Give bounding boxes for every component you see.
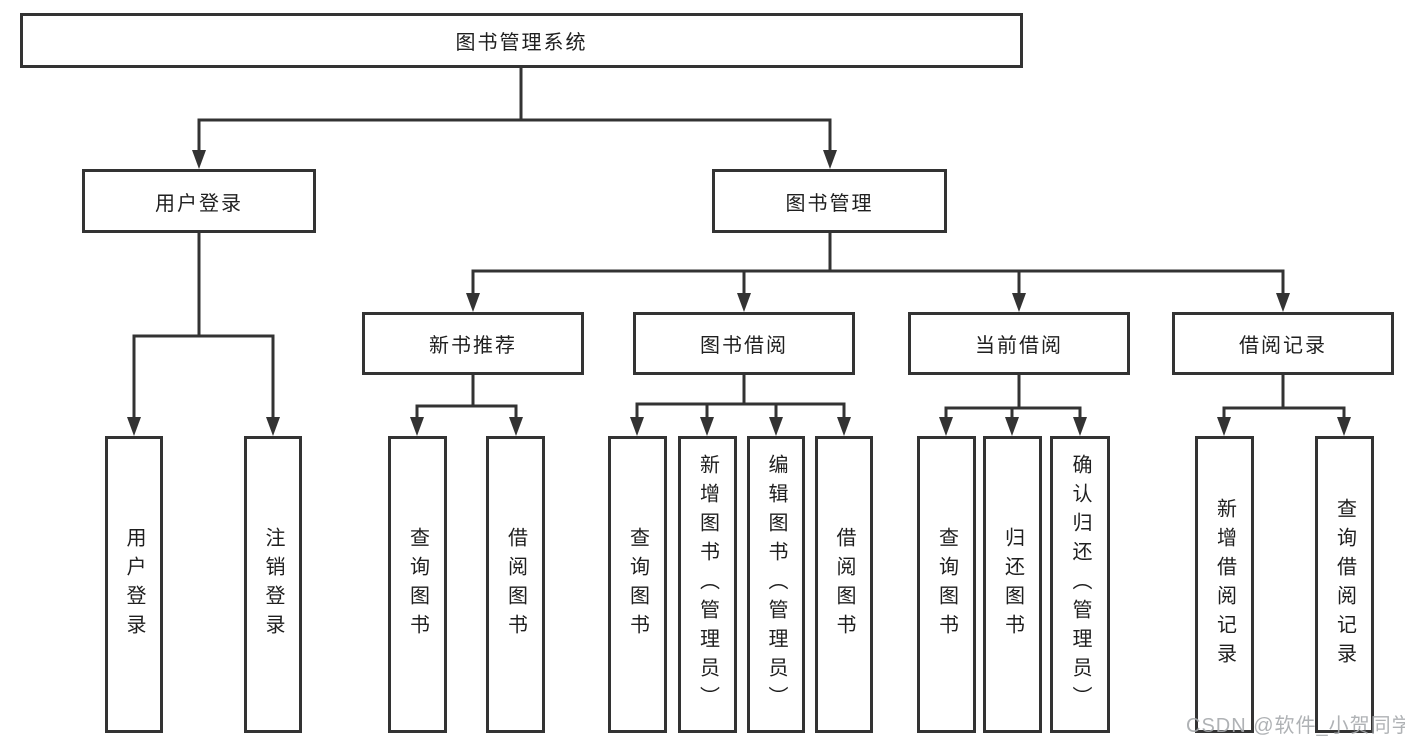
arrowhead-down-icon xyxy=(939,417,953,436)
node-leaf-user-login: 用户登录 xyxy=(105,436,163,733)
node-label: 注销登录 xyxy=(262,526,284,643)
node-label: 借阅记录 xyxy=(1239,335,1327,357)
node-leaf-query-books-recommend: 查询图书 xyxy=(388,436,447,733)
node-label: 查询图书 xyxy=(626,526,649,643)
arrowhead-down-icon xyxy=(700,417,714,436)
node-leaf-borrow-books-recommend: 借阅图书 xyxy=(486,436,545,733)
arrowhead-down-icon xyxy=(466,293,480,312)
node-borrowing-records: 借阅记录 xyxy=(1172,312,1394,375)
node-label: 确认归还（管理员） xyxy=(1069,454,1091,715)
node-label: 归还图书 xyxy=(1001,526,1024,643)
node-label: 图书管理 xyxy=(785,192,874,215)
arrowhead-down-icon xyxy=(737,293,751,312)
node-leaf-logout: 注销登录 xyxy=(244,436,302,733)
arrowhead-down-icon xyxy=(509,417,523,436)
arrowhead-down-icon xyxy=(266,417,280,436)
node-current-borrowing: 当前借阅 xyxy=(908,312,1130,375)
arrowhead-down-icon xyxy=(1012,293,1026,312)
node-label: 图书管理系统 xyxy=(455,32,588,54)
arrowhead-down-icon xyxy=(1217,417,1231,436)
arrowhead-down-icon xyxy=(630,417,644,436)
node-leaf-query-borrow-record: 查询借阅记录 xyxy=(1315,436,1374,733)
node-label: 用户登录 xyxy=(155,192,243,215)
arrowhead-down-icon xyxy=(769,417,783,436)
node-leaf-confirm-return-admin: 确认归还（管理员） xyxy=(1050,436,1110,733)
node-leaf-add-books-admin: 新增图书（管理员） xyxy=(678,436,737,733)
node-root: 图书管理系统 xyxy=(20,13,1023,68)
node-book-management: 图书管理 xyxy=(712,169,947,233)
node-label: 新书推荐 xyxy=(429,335,517,357)
node-leaf-add-borrow-record: 新增借阅记录 xyxy=(1195,436,1254,733)
arrowhead-down-icon xyxy=(1073,417,1087,436)
node-label: 当前借阅 xyxy=(975,335,1063,357)
node-label: 查询图书 xyxy=(406,526,429,643)
node-label: 查询图书 xyxy=(935,526,958,643)
node-new-book-recommend: 新书推荐 xyxy=(362,312,584,375)
node-label: 查询借阅记录 xyxy=(1333,497,1356,672)
node-leaf-edit-books-admin: 编辑图书（管理员） xyxy=(747,436,805,733)
arrowhead-down-icon xyxy=(1005,417,1019,436)
node-label: 新增借阅记录 xyxy=(1213,497,1236,672)
node-label: 用户登录 xyxy=(123,526,145,643)
node-leaf-return-books: 归还图书 xyxy=(983,436,1042,733)
node-user-login: 用户登录 xyxy=(82,169,316,233)
node-book-borrowing: 图书借阅 xyxy=(633,312,855,375)
arrowhead-down-icon xyxy=(837,417,851,436)
arrowhead-down-icon xyxy=(1337,417,1351,436)
node-label: 图书借阅 xyxy=(700,335,788,357)
node-leaf-query-books-current: 查询图书 xyxy=(917,436,976,733)
node-leaf-query-books-borrowing: 查询图书 xyxy=(608,436,667,733)
arrowhead-down-icon xyxy=(823,150,837,169)
csdn-watermark: CSDN @软件_小贺同学 xyxy=(1186,715,1405,737)
node-label: 借阅图书 xyxy=(833,526,855,643)
arrowhead-down-icon xyxy=(1276,293,1290,312)
node-label: 新增图书（管理员） xyxy=(696,454,719,715)
arrowhead-down-icon xyxy=(192,150,206,169)
arrowhead-down-icon xyxy=(410,417,424,436)
node-leaf-borrow-books-borrowing: 借阅图书 xyxy=(815,436,873,733)
node-label: 借阅图书 xyxy=(504,526,527,643)
arrowhead-down-icon xyxy=(127,417,141,436)
node-label: 编辑图书（管理员） xyxy=(765,454,787,715)
